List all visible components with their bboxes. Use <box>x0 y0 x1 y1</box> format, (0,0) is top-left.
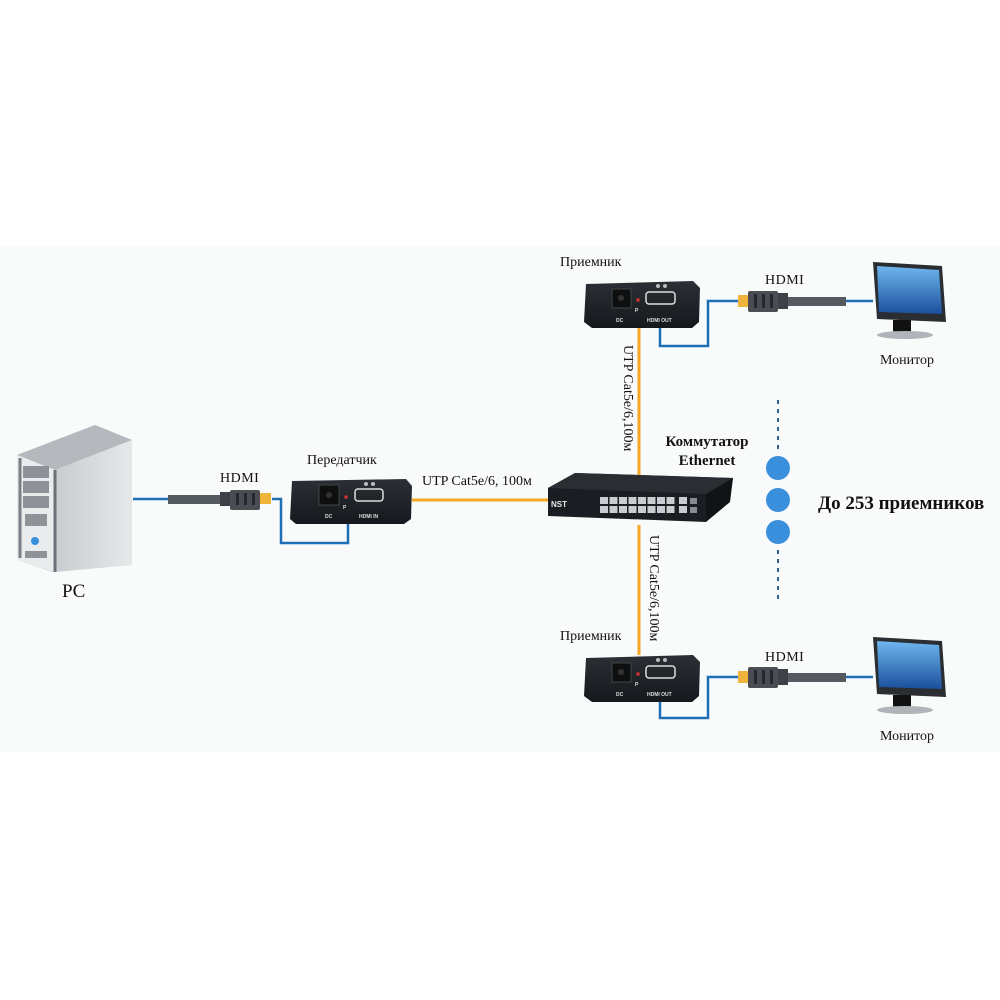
receiver-top-device-icon: DC P HDMI OUT <box>584 281 700 328</box>
switch-label: Коммутатор Ethernet <box>662 433 752 471</box>
rx-bottom-hdmi-label: HDMI <box>765 650 805 665</box>
switch-label-line2: Ethernet <box>678 453 736 469</box>
rx-top-port-dc: DC <box>616 318 624 324</box>
switch-sfp-port <box>690 507 697 513</box>
receiver-bottom-label: Приемник <box>560 629 622 644</box>
utp-switch-rx-top-label: UTP Cat5e/6,100м <box>620 345 635 452</box>
hdmi-plug-bottom-icon <box>738 667 846 688</box>
switch-rj45-port <box>657 497 665 504</box>
receiver-placeholder-dot <box>766 456 790 480</box>
tx-port-hdmi: HDMI IN <box>359 514 379 520</box>
receiver-placeholder-dot <box>766 488 790 512</box>
more-receivers-label: До 253 приемников <box>818 493 985 514</box>
receiver-bottom-device-icon: DC P HDMI OUT <box>584 655 700 702</box>
rx-top-port-hdmi: HDMI OUT <box>647 318 672 324</box>
transmitter-device-icon: DC P HDMI IN <box>290 479 412 524</box>
switch-label-line1: Коммутатор <box>665 434 749 450</box>
switch-rj45-port <box>657 506 665 513</box>
tx-port-p: P <box>343 505 347 511</box>
rx-bottom-port-dc: DC <box>616 692 624 698</box>
pc-label: PC <box>62 581 86 602</box>
rx-bottom-port-p: P <box>635 682 639 688</box>
switch-rj45-port <box>638 497 646 504</box>
monitor-top-icon <box>873 262 946 339</box>
utp-cables <box>412 328 641 655</box>
switch-rj45-port <box>619 506 627 513</box>
switch-rj45-port <box>628 497 637 504</box>
monitor-top-label: Монитор <box>880 353 935 368</box>
switch-rj45-port <box>609 497 618 504</box>
switch-uplink-port <box>679 497 687 504</box>
switch-rj45-port <box>647 497 656 504</box>
hdmi-wires <box>133 299 873 720</box>
switch-rj45-port <box>666 497 675 504</box>
switch-rj45-port <box>619 497 627 504</box>
pc-tower-icon <box>17 425 132 572</box>
switch-sfp-port <box>690 498 697 504</box>
pc-hdmi-label: HDMI <box>220 471 260 486</box>
transmitter-label: Передатчик <box>307 453 377 468</box>
rx-top-port-p: P <box>635 308 639 314</box>
receiver-top-label: Приемник <box>560 255 622 270</box>
switch-rj45-port <box>609 506 618 513</box>
ethernet-switch-icon: NST <box>548 473 733 522</box>
rx-top-hdmi-label: HDMI <box>765 273 805 288</box>
switch-rj45-port <box>628 506 637 513</box>
more-receivers-indicator <box>766 400 790 602</box>
utp-switch-rx-bottom-label: UTP Cat5e/6,100м <box>646 535 661 642</box>
switch-rj45-port <box>600 497 608 504</box>
monitor-bottom-icon <box>873 637 946 714</box>
switch-rj45-port <box>638 506 646 513</box>
switch-rj45-port <box>666 506 675 513</box>
tx-port-dc: DC <box>325 514 333 520</box>
hdmi-plug-icon <box>168 490 271 510</box>
monitor-bottom-label: Монитор <box>880 729 935 744</box>
switch-rj45-port <box>600 506 608 513</box>
receiver-placeholder-dot <box>766 520 790 544</box>
rx-bottom-port-hdmi: HDMI OUT <box>647 692 672 698</box>
switch-ports <box>600 497 697 513</box>
utp-tx-switch-label: UTP Cat5e/6, 100м <box>422 474 532 489</box>
switch-uplink-port <box>679 506 687 513</box>
switch-rj45-port <box>647 506 656 513</box>
switch-brand: NST <box>551 500 567 509</box>
hdmi-plug-top-icon <box>738 291 846 312</box>
